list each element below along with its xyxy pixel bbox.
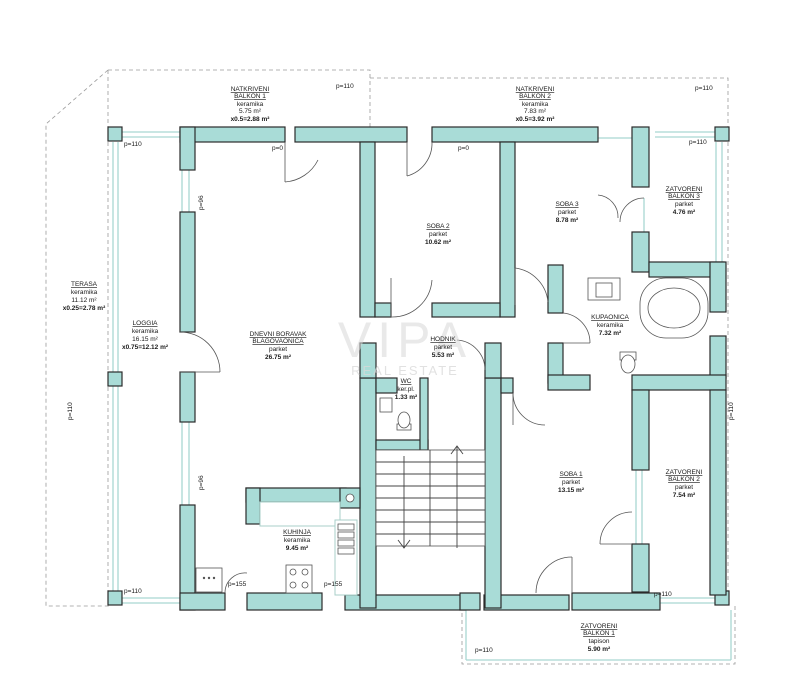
p110-balkon2: p=110 bbox=[695, 85, 713, 92]
hodnik-name: HODNIK bbox=[430, 336, 456, 343]
balkon1-area: 5.75 m² bbox=[239, 108, 262, 115]
staircase bbox=[375, 445, 486, 549]
watermark-brand: VIPA bbox=[338, 312, 472, 368]
soba2-name: SOBA 2 bbox=[426, 223, 450, 230]
p96-lower: p=96 bbox=[198, 475, 205, 490]
zb3-name2: BALKON 3 bbox=[668, 193, 700, 200]
hodnik-area: 5.53 m² bbox=[432, 352, 455, 359]
p110-topleft: p=110 bbox=[124, 141, 142, 148]
balkon1-name2: BALKON 1 bbox=[234, 93, 266, 100]
zb3-area: 4.76 m² bbox=[673, 209, 696, 216]
parapet-labels: p=110 p=110 p=110 p=110 p=0 p=0 p=110 p=… bbox=[67, 83, 735, 654]
p155-right: p=155 bbox=[324, 581, 343, 588]
zb3-floor: parket bbox=[675, 201, 693, 208]
p110-topright: p=110 bbox=[689, 139, 707, 146]
zb2-name2: BALKON 2 bbox=[668, 476, 700, 483]
wc-name: WC bbox=[401, 378, 412, 385]
p110-bottomright: p=110 bbox=[654, 591, 672, 598]
soba2-floor: parket bbox=[429, 231, 447, 238]
dnevni-name1: DNEVNI BORAVAK bbox=[250, 331, 307, 338]
terasa-name: TERASA bbox=[71, 281, 98, 288]
balkon2-name1: NATKRIVENI bbox=[516, 86, 555, 93]
wc-floor: ker.pl. bbox=[397, 386, 415, 393]
zb2-name1: ZATVORENI bbox=[666, 469, 703, 476]
loggia-floor: keramika bbox=[132, 328, 159, 335]
p110-right: p=110 bbox=[728, 402, 735, 420]
terasa-calc: x0.25=2.78 m² bbox=[63, 305, 106, 312]
zb3-name1: ZATVORENI bbox=[666, 186, 703, 193]
hodnik-floor: parket bbox=[434, 344, 452, 351]
columns bbox=[107, 126, 730, 606]
room-labels: NATKRIVENI BALKON 1 keramika 5.75 m² x0.… bbox=[63, 86, 703, 653]
balkon2-area: 7.83 m² bbox=[524, 108, 547, 115]
balcony-outlines bbox=[45, 69, 736, 665]
dnevni-floor: parket bbox=[269, 346, 287, 353]
balkon2-floor: keramika bbox=[522, 101, 549, 108]
balkon1-calc: x0.5=2.88 m² bbox=[231, 116, 271, 123]
soba3-name: SOBA 3 bbox=[555, 201, 579, 208]
loggia-name: LOGGIA bbox=[133, 320, 159, 327]
balkon2-name2: BALKON 2 bbox=[519, 93, 551, 100]
kuhinja-area: 9.45 m² bbox=[286, 545, 309, 552]
zb2-area: 7.54 m² bbox=[673, 492, 696, 499]
terasa-floor: keramika bbox=[71, 289, 98, 296]
p155-left: p=155 bbox=[228, 581, 247, 588]
p0-right: p=0 bbox=[458, 145, 469, 152]
wc-area: 1.33 m² bbox=[395, 394, 418, 401]
watermark-sub: REAL ESTATE bbox=[351, 363, 459, 378]
p96-upper: p=96 bbox=[198, 195, 205, 210]
zb1-area: 5.90 m² bbox=[588, 646, 611, 653]
doors bbox=[179, 141, 645, 594]
p110-balkon1: p=110 bbox=[336, 83, 354, 90]
soba1-floor: parket bbox=[562, 479, 580, 486]
kuhinja-name: KUHINJA bbox=[283, 529, 311, 536]
soba1-area: 13.15 m² bbox=[558, 487, 585, 494]
soba2-area: 10.62 m² bbox=[425, 239, 452, 246]
soba3-area: 8.78 m² bbox=[556, 217, 579, 224]
dnevni-name2: BLAGOVAONICA bbox=[252, 338, 304, 345]
balkon1-floor: keramika bbox=[237, 101, 264, 108]
soba1-name: SOBA 1 bbox=[559, 471, 583, 478]
watermark: VIPA REAL ESTATE bbox=[338, 312, 472, 378]
balkon2-calc: x0.5=3.92 m² bbox=[516, 116, 556, 123]
kupaonica-name: KUPAONICA bbox=[591, 314, 629, 321]
zb1-name1: ZATVORENI bbox=[581, 623, 618, 630]
zb1-floor: tapison bbox=[589, 638, 610, 645]
zb1-name2: BALKON 1 bbox=[583, 630, 615, 637]
soba3-floor: parket bbox=[558, 209, 576, 216]
fixtures bbox=[195, 277, 709, 596]
dnevni-area: 26.75 m² bbox=[265, 354, 292, 361]
terasa-area: 11.12 m² bbox=[71, 297, 97, 304]
walls bbox=[179, 126, 727, 611]
p110-bottom: p=110 bbox=[475, 647, 493, 654]
p0-left: p=0 bbox=[272, 145, 283, 152]
loggia-calc: x0.75=12.12 m² bbox=[122, 344, 169, 351]
kuhinja-floor: keramika bbox=[284, 537, 311, 544]
p110-bottomleft: p=110 bbox=[124, 588, 142, 595]
p110-terasa: p=110 bbox=[67, 402, 74, 420]
kupaonica-area: 7.32 m² bbox=[599, 330, 622, 337]
kupaonica-floor: keramika bbox=[597, 322, 624, 329]
balkon1-name1: NATKRIVENI bbox=[231, 86, 270, 93]
loggia-area: 16.15 m² bbox=[132, 336, 158, 343]
zb2-floor: parket bbox=[675, 484, 693, 491]
